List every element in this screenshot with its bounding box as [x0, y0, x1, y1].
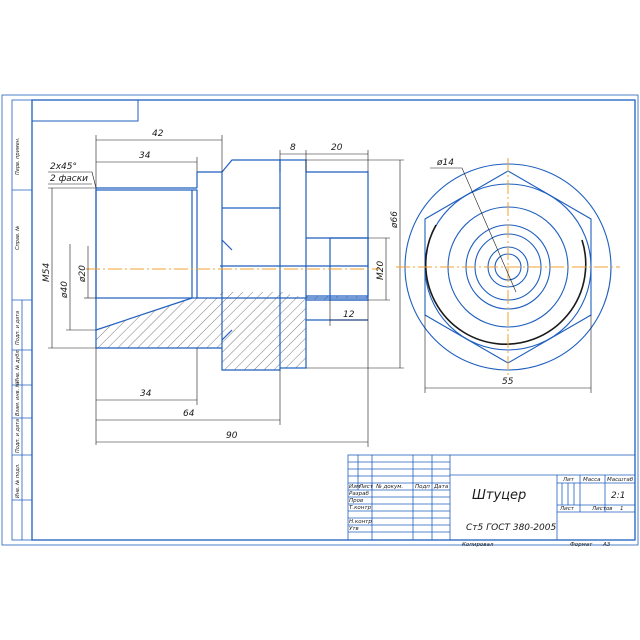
dim-42: 42 [152, 129, 164, 139]
sheet-border [1, 94, 639, 546]
dim-20: 20 [331, 143, 343, 153]
material-spec: Ст5 ГОСТ 380-2005 [466, 523, 556, 533]
dim-d66: ø66 [390, 211, 400, 229]
dim-m54: M54 [42, 263, 52, 282]
header-list: Лист [358, 484, 374, 490]
scale-value: 2:1 [611, 491, 625, 501]
title-block-text: Штуцер Ст5 ГОСТ 380-2005 Изм Лист № доку… [349, 477, 634, 548]
role-ncontrol: Н.контр [349, 519, 372, 525]
role-tcontrol: Т.контр [349, 505, 372, 511]
dim-34-top: 34 [139, 151, 151, 161]
dim-12: 12 [343, 310, 355, 320]
title-block [347, 454, 636, 541]
dim-90: 90 [226, 431, 238, 441]
side-label: Взам. инв. № [15, 382, 21, 416]
end-view-dims [424, 167, 592, 393]
header-doc: № докум. [375, 484, 403, 490]
side-strip [11, 99, 33, 541]
side-label: Подп. и дата [15, 311, 21, 345]
dim-d40: ø40 [60, 281, 70, 299]
dim-34-bottom: 34 [140, 389, 152, 399]
header-izm: Изм [349, 484, 360, 490]
sheets-value: 1 [620, 506, 624, 512]
top-left-stamp [31, 99, 139, 122]
side-label: Справ. № [15, 226, 21, 250]
end-view-axes [396, 158, 620, 376]
side-strip-labels: Перв. примен. Справ. № Подп. и дата Инв.… [15, 137, 21, 498]
side-label: Инв. № подл. [15, 464, 21, 499]
side-label: Инв. № дубл. [15, 349, 21, 383]
thread-arc [425, 224, 587, 345]
dim-8: 8 [290, 143, 296, 153]
dim-d20: ø20 [78, 265, 88, 283]
dimension-labels: 42 34 8 20 2x45° 2 фаски M54 ø40 ø20 ø66… [42, 129, 514, 441]
format-label: Формат [570, 542, 593, 548]
role-checker: Пров [349, 498, 363, 504]
dim-64: 64 [183, 409, 195, 419]
dim-55: 55 [502, 377, 514, 387]
section-hatch [96, 292, 368, 370]
part-outline [95, 159, 369, 371]
header-date: Дата [433, 484, 449, 490]
dim-d14: ø14 [436, 158, 454, 168]
part-name: Штуцер [472, 488, 526, 503]
side-label: Подп. и дата [15, 419, 21, 453]
sheet-label: Лист [559, 506, 575, 512]
format-value: А3 [602, 542, 611, 548]
lit-label: Лит [562, 477, 575, 483]
header-sign: Подп [415, 484, 430, 490]
mass-label: Масса [583, 477, 601, 483]
dim-m20: M20 [376, 261, 386, 280]
role-developer: Разраб [349, 491, 369, 497]
dimension-lines [48, 135, 404, 447]
scale-label: Масштаб [607, 477, 634, 483]
role-approved: Утв [349, 526, 359, 532]
copied-label: Копировал [462, 542, 494, 548]
sheets-label: Листов [591, 506, 613, 512]
dim-chamfer-count: 2 фаски [50, 174, 88, 184]
dim-chamfer: 2x45° [50, 162, 77, 172]
side-label: Перв. примен. [15, 137, 21, 175]
